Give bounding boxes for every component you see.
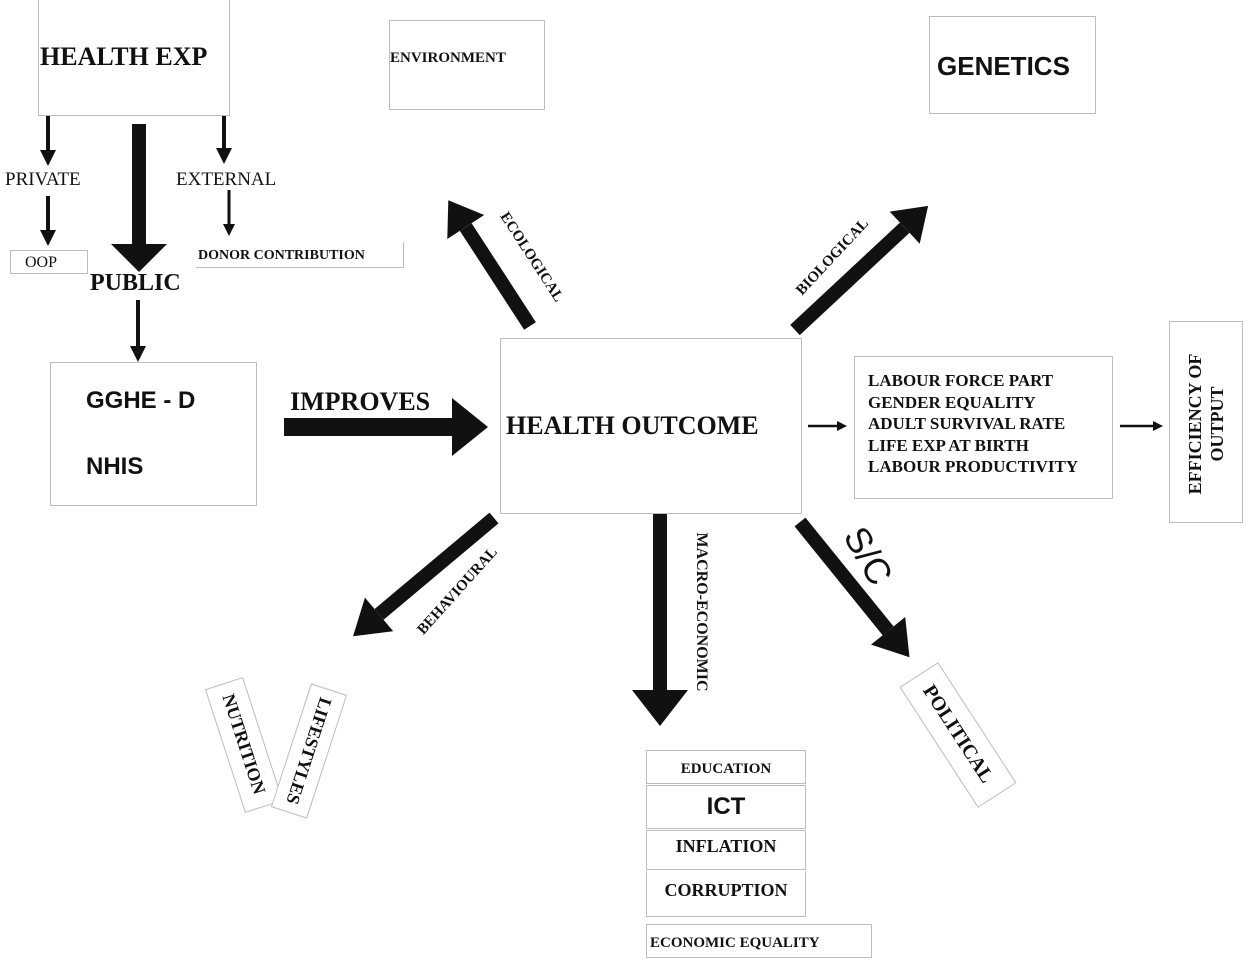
arrow-biological xyxy=(790,205,929,336)
arrow-behavioural xyxy=(353,512,499,637)
macro-item-label: EDUCATION xyxy=(680,761,772,777)
outcome-item: GENDER EQUALITY xyxy=(868,392,1036,412)
private-label: PRIVATE xyxy=(5,169,81,190)
macro-item-label: CORRUPTION xyxy=(664,880,788,900)
outcome-item: LABOUR FORCE PART xyxy=(868,371,1054,390)
arrow-to-public xyxy=(111,124,167,272)
outcome-item: LIFE EXP AT BIRTH xyxy=(868,435,1029,455)
genetics-label: GENETICS xyxy=(937,51,1070,81)
environment-box xyxy=(389,20,545,110)
macro-item: EDUCATION xyxy=(646,750,806,784)
arrow-macro-economic xyxy=(632,514,688,726)
macro-item: ICT xyxy=(646,785,806,829)
outcome-item: LABOUR PRODUCTIVITY xyxy=(868,457,1079,476)
nhis-label: NHIS xyxy=(86,453,144,480)
arrow-improves xyxy=(284,398,488,456)
public-label: PUBLIC xyxy=(90,270,181,296)
health-outcome-label: HEALTH OUTCOME xyxy=(506,411,759,440)
oop-box xyxy=(10,250,88,274)
outcomes-list-box xyxy=(854,356,1113,499)
genetics-box xyxy=(929,16,1096,114)
efficiency-line-1: EFFICIENCY OF xyxy=(1185,353,1205,495)
arrow-sc xyxy=(794,517,910,658)
efficiency-label: EFFICIENCY OF OUTPUT xyxy=(1184,324,1228,524)
macro-item: INFLATION xyxy=(646,830,806,870)
macro-item: ECONOMIC EQUALITY xyxy=(646,924,872,958)
arrow-ecological xyxy=(447,200,536,330)
health-exp-box xyxy=(38,0,230,116)
oop-label: OOP xyxy=(25,254,58,271)
donor-box xyxy=(196,242,404,268)
health-outcome-box xyxy=(500,338,802,514)
outcome-item: ADULT SURVIVAL RATE xyxy=(868,414,1066,433)
efficiency-line-2: OUTPUT xyxy=(1207,386,1227,462)
macro-item-label: INFLATION xyxy=(675,836,777,856)
macro-item-label: ECONOMIC EQUALITY xyxy=(650,935,820,951)
gghe-nhis-box xyxy=(50,362,257,506)
macro-economic-label: MACRO-ECONOMIC xyxy=(693,532,710,692)
efficiency-box xyxy=(1169,321,1243,523)
gghe-d-label: GGHE - D xyxy=(86,387,196,414)
macro-item: CORRUPTION xyxy=(646,871,806,917)
improves-label: IMPROVES xyxy=(290,387,431,416)
health-exp-label: HEALTH EXP xyxy=(40,42,208,71)
outcomes-list: LABOUR FORCE PART GENDER EQUALITY ADULT … xyxy=(868,372,1078,480)
external-label: EXTERNAL xyxy=(176,169,277,190)
donor-contribution-label: DONOR CONTRIBUTION xyxy=(198,248,365,263)
macro-item-label: ICT xyxy=(706,793,746,820)
environment-label: ENVIRONMENT xyxy=(390,50,506,66)
